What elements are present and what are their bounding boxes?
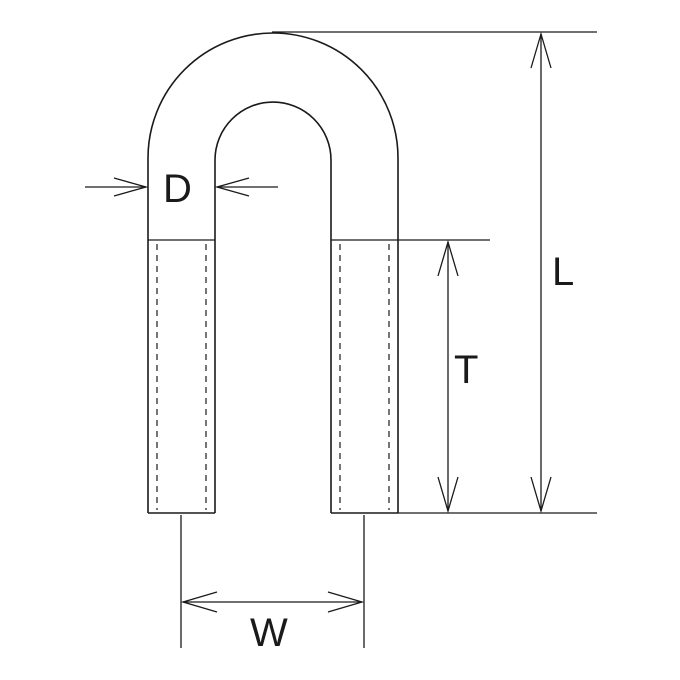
thread-length-label: T (454, 348, 478, 392)
diameter-label: D (163, 167, 192, 211)
u-bolt-inner-outline (214, 101, 332, 513)
length-arrow-top (530, 31, 552, 69)
width-arrow-left (180, 591, 218, 613)
length-arrow-bottom (530, 476, 552, 514)
width-label: W (250, 611, 288, 655)
thread-length-arrow-top (437, 239, 459, 277)
width-arrow-right (327, 591, 365, 613)
diameter-arrow-right-head (214, 177, 250, 197)
length-label: L (552, 250, 574, 294)
thread-length-arrow-bottom (437, 476, 459, 514)
diameter-arrow-left-head (113, 177, 149, 197)
u-bolt-outer-outline (147, 32, 399, 513)
